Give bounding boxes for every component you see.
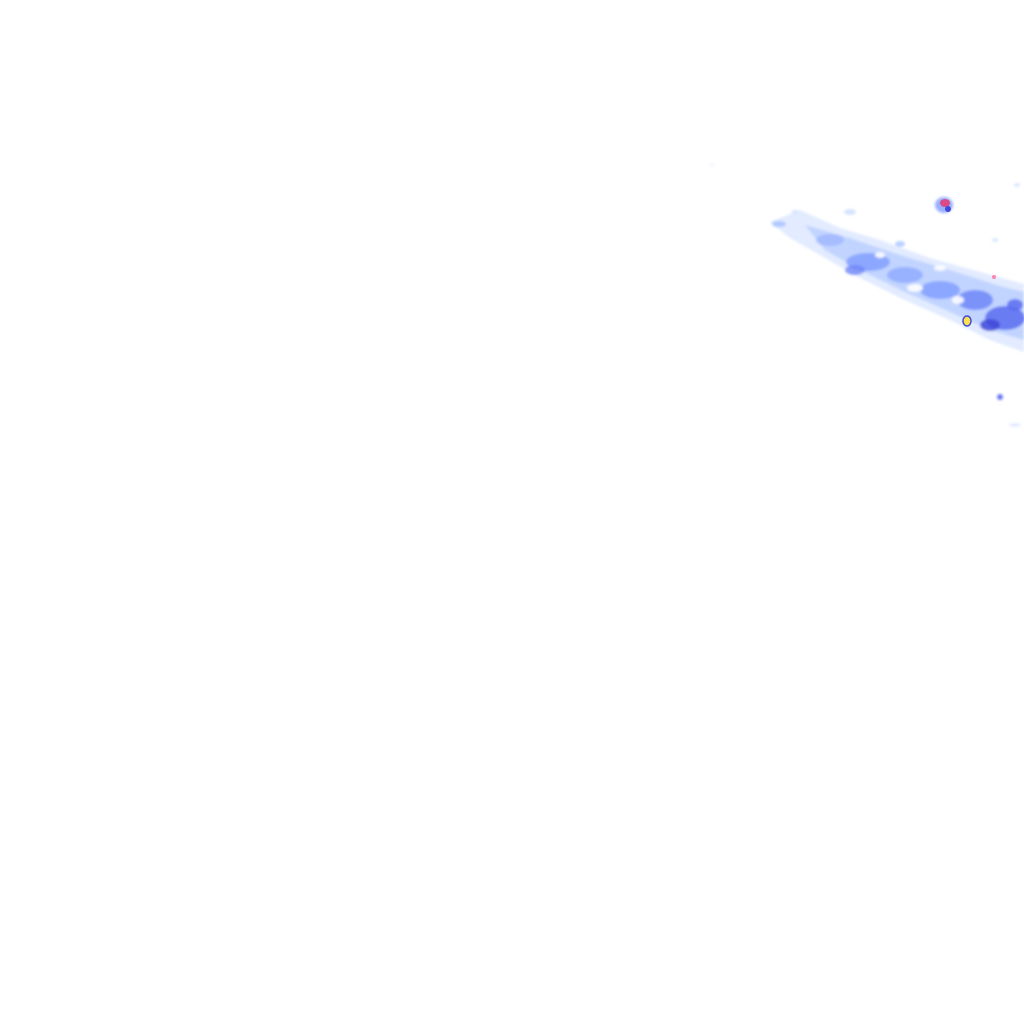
main-precip-band: [770, 210, 1024, 352]
isolated-convective-cell: [935, 197, 953, 213]
hail-marker: [962, 315, 972, 327]
extreme-echo-speck: [992, 275, 996, 279]
scattered-fragments: [709, 163, 1021, 427]
